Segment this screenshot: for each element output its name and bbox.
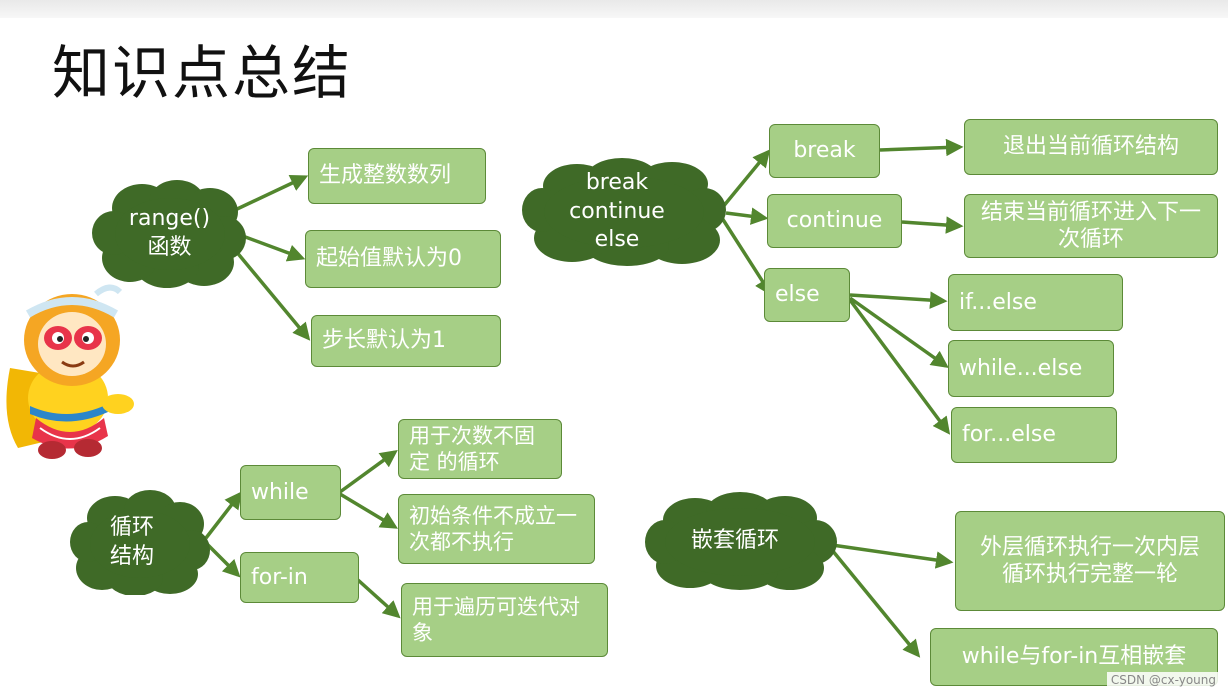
bce-cloud-label: break continue else xyxy=(522,158,712,266)
for-else-box: for...else xyxy=(951,407,1117,463)
range-sequence-box: 生成整数数列 xyxy=(308,148,486,204)
arrow-forin-to-iterate xyxy=(356,578,401,619)
nested-mutual-text: while与for-in互相嵌套 xyxy=(961,644,1187,670)
else-box: else xyxy=(764,268,850,322)
nested-desc-text: 外层循环执行一次内层循环执行完整一轮 xyxy=(979,534,1200,588)
arrow-else-to-while xyxy=(848,296,949,369)
range-sequence-text: 生成整数数列 xyxy=(319,163,452,189)
while-uncertain-text: 用于次数不固定 的循环 xyxy=(409,423,535,474)
break-desc-text: 退出当前循环结构 xyxy=(1002,134,1179,160)
loop-cloud-label: 循环 结构 xyxy=(62,490,202,595)
watermark: CSDN @cx-young xyxy=(1106,672,1220,688)
break-box: break xyxy=(769,124,880,178)
break-desc-box: 退出当前循环结构 xyxy=(964,119,1218,175)
for-in-iterate-box: 用于遍历可迭代对象 xyxy=(401,583,608,657)
range-cloud-line1: range() xyxy=(128,206,211,232)
continue-desc-text: 结束当前循环进入下一次循环 xyxy=(980,199,1201,253)
arrow-bce-to-else xyxy=(720,217,772,296)
range-start-box: 起始值默认为0 xyxy=(305,230,501,288)
while-uncertain-box: 用于次数不固定 的循环 xyxy=(398,419,562,479)
arrow-range-to-step xyxy=(233,248,311,341)
monkey-mascot-image xyxy=(6,284,134,459)
arrow-nested-to-mutual xyxy=(830,548,921,658)
range-cloud xyxy=(92,180,246,288)
if-else-box: if...else xyxy=(948,274,1123,331)
range-step-text: 步长默认为1 xyxy=(322,328,446,354)
range-cloud-line2: 函数 xyxy=(147,235,192,260)
continue-label: continue xyxy=(786,208,883,234)
nested-cloud-text: 嵌套循环 xyxy=(690,527,779,553)
nested-cloud-label: 嵌套循环 xyxy=(645,492,825,590)
arrow-loop-to-while xyxy=(204,491,243,540)
nested-desc-box: 外层循环执行一次内层循环执行完整一轮 xyxy=(955,511,1225,611)
arrow-while-to-initial xyxy=(339,492,399,529)
while-initial-box: 初始条件不成立一次都不执行 xyxy=(398,494,595,564)
if-else-text: if...else xyxy=(959,289,1037,315)
for-in-iterate-text: 用于遍历可迭代对象 xyxy=(412,594,580,645)
loop-cloud-line2: 结构 xyxy=(109,543,154,569)
for-else-text: for...else xyxy=(962,422,1056,448)
while-initial-text: 初始条件不成立一次都不执行 xyxy=(409,503,577,554)
arrow-nested-to-desc xyxy=(831,543,954,569)
else-label: else xyxy=(775,282,820,308)
arrow-continue-to-desc xyxy=(901,216,964,234)
arrow-loop-to-forin xyxy=(204,541,241,578)
range-cloud-label: range() 函数 xyxy=(92,178,247,290)
page-title: 知识点总结 xyxy=(52,39,353,107)
while-box: while xyxy=(240,465,341,520)
slide-top-bar xyxy=(0,0,1228,18)
arrow-range-to-sequence xyxy=(234,175,309,212)
loop-cloud-line1: 循环 xyxy=(109,514,154,540)
bce-cloud-line3: else xyxy=(594,227,640,253)
loop-structure-cloud xyxy=(70,490,210,595)
for-in-box: for-in xyxy=(240,552,359,603)
arrow-break-to-desc xyxy=(879,138,964,157)
arrow-else-to-for xyxy=(848,298,951,435)
arrow-while-to-uncertain xyxy=(338,449,398,494)
while-label: while xyxy=(251,479,309,505)
nested-loop-cloud xyxy=(645,492,837,590)
nested-mutual-box: while与for-in互相嵌套 xyxy=(930,628,1218,686)
arrow-bce-to-break xyxy=(720,149,771,210)
arrow-range-to-start xyxy=(239,233,306,262)
for-in-label: for-in xyxy=(251,564,308,590)
range-start-text: 起始值默认为0 xyxy=(316,246,462,272)
continue-desc-box: 结束当前循环进入下一次循环 xyxy=(964,194,1218,258)
arrow-else-to-if xyxy=(849,291,948,309)
bce-cloud-line2: continue xyxy=(569,198,665,224)
continue-box: continue xyxy=(767,194,902,248)
bce-cloud-line1: break xyxy=(585,170,649,196)
arrow-bce-to-continue xyxy=(725,207,769,225)
while-else-box: while...else xyxy=(948,340,1114,397)
break-continue-else-cloud xyxy=(522,158,726,266)
range-step-box: 步长默认为1 xyxy=(311,315,501,367)
while-else-text: while...else xyxy=(959,355,1083,381)
break-label: break xyxy=(793,138,856,164)
